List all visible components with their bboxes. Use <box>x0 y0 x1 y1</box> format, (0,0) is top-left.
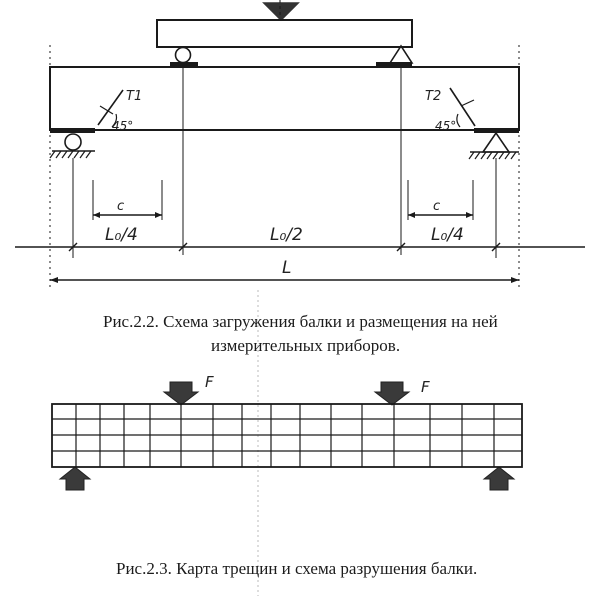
gauge-t2-line <box>449 87 476 127</box>
force-right-label: F <box>421 378 430 396</box>
left-ground-hatch <box>49 150 92 159</box>
angle-right-label: 45° <box>435 119 456 133</box>
gauge-t2-label: T2 <box>425 89 441 104</box>
gauge-t1-label: T1 <box>126 89 142 104</box>
spreader-hinge-support <box>388 44 414 64</box>
dim-l0-4-right-label: L₀/4 <box>431 225 464 245</box>
main-beam <box>49 66 520 131</box>
beam-crack-grid <box>51 403 523 468</box>
dim-l-label: L <box>282 258 291 278</box>
load-arrow-right-icon <box>373 381 411 406</box>
dim-l0-2-label: L₀/2 <box>270 225 303 245</box>
dim-c-left-label: c <box>117 199 124 214</box>
figure-2-2-caption-line2: измерительных приборов. <box>211 336 401 355</box>
left-roller-support <box>64 133 82 151</box>
figure-2-2-labels: T1 45° T2 45° c c L₀/4 L₀/2 L₀/4 L <box>105 89 464 278</box>
figure-2-3-labels: F F <box>205 373 430 396</box>
spreader-beam <box>156 19 413 48</box>
figure-2-3 <box>51 381 523 491</box>
right-hinge-support <box>481 131 511 153</box>
angle-left-label: 45° <box>112 119 133 133</box>
dim-c-right-label: c <box>433 199 440 214</box>
support-arrow-right-icon <box>482 466 516 491</box>
top-load-arrow-icon <box>262 2 300 22</box>
force-left-label: F <box>205 373 214 391</box>
figure-2-2 <box>15 0 585 288</box>
figure-2-2-caption-line1: Рис.2.2. Схема загружения балки и размещ… <box>103 312 498 331</box>
right-ground-hatch <box>468 151 517 160</box>
spreader-roller-support <box>174 46 192 64</box>
load-arrow-left-icon <box>162 381 200 406</box>
dimension-extension-lines <box>49 0 520 288</box>
support-arrow-left-icon <box>58 466 92 491</box>
gauge-t1-line <box>97 89 124 126</box>
figure-2-3-caption: Рис.2.3. Карта трещин и схема разрушения… <box>116 559 478 578</box>
dim-l0-4-left-label: L₀/4 <box>105 225 138 245</box>
